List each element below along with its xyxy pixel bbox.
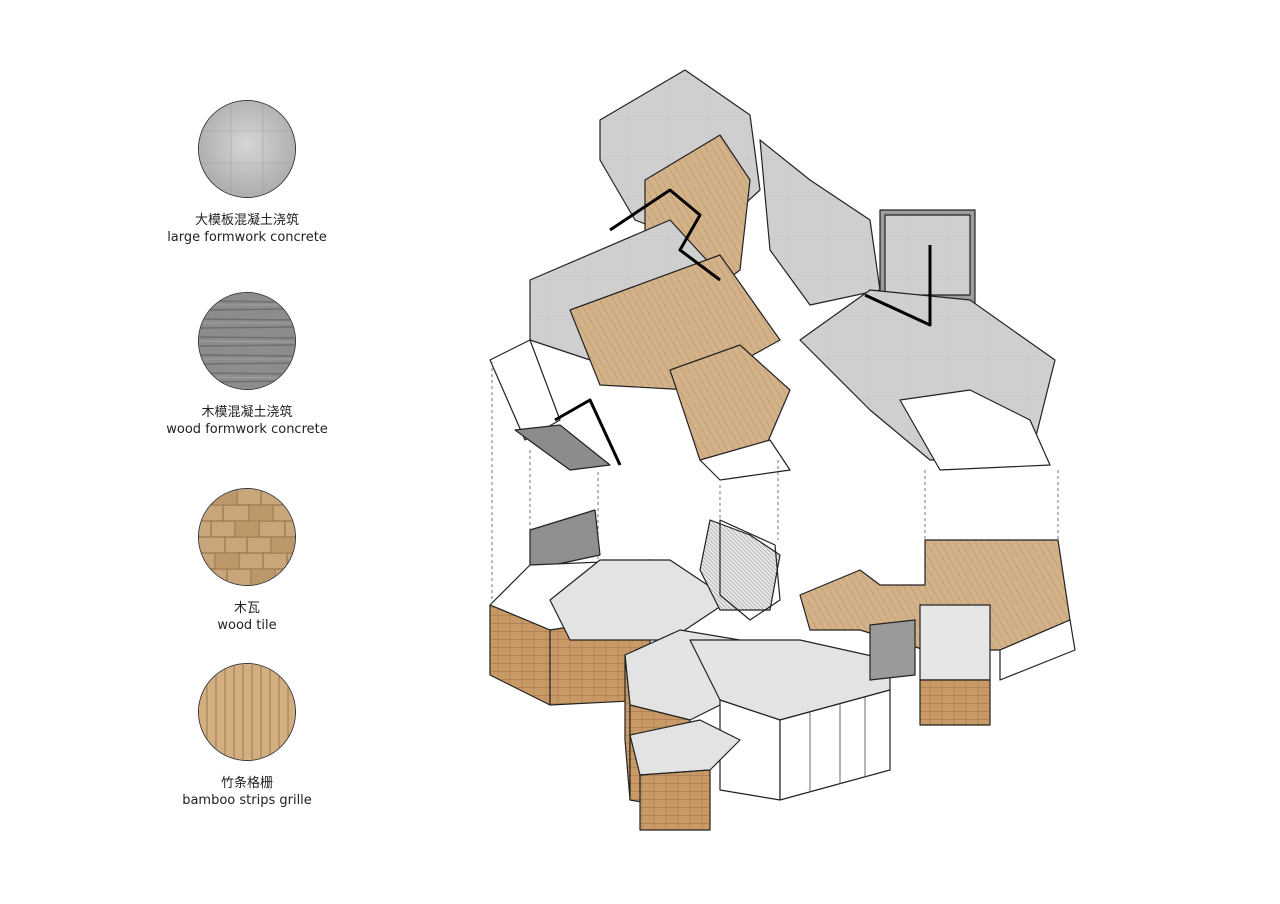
axonometric-drawing	[489, 69, 1076, 831]
legend-item-bamboo-strips-grille: 竹条格栅 bamboo strips grille	[147, 663, 347, 809]
upper-level-left-wing	[489, 69, 791, 481]
legend-caption-en: bamboo strips grille	[182, 793, 312, 808]
wood-formwork-concrete-swatch	[198, 292, 296, 390]
lower-level-left-block	[489, 509, 781, 706]
lower-level-right-deck	[799, 539, 1076, 726]
legend-caption-zh: 竹条格栅	[220, 776, 273, 791]
legend-caption-zh: 木瓦	[233, 601, 260, 616]
legend-caption-en: wood formwork concrete	[166, 422, 328, 437]
legend-item-wood-tile: 木瓦 wood tile	[147, 488, 347, 634]
bamboo-strips-grille-swatch	[198, 663, 296, 761]
large-formwork-concrete-swatch	[198, 100, 296, 198]
legend-item-wood-formwork-concrete: 木模混凝土浇筑 wood formwork concrete	[147, 292, 347, 438]
lower-level-central-cluster	[624, 629, 891, 831]
wood-tile-swatch	[198, 488, 296, 586]
upper-level-right-wing	[759, 139, 1056, 471]
legend-item-large-formwork-concrete: 大模板混凝土浇筑 large formwork concrete	[147, 100, 347, 246]
legend-caption-zh: 大模板混凝土浇筑	[194, 213, 299, 228]
legend-caption-en: wood tile	[217, 618, 277, 633]
material-legend: 大模板混凝土浇筑 large formwork concrete	[0, 0, 500, 904]
legend-caption-zh: 木模混凝土浇筑	[201, 405, 293, 420]
legend-caption-en: large formwork concrete	[167, 230, 327, 245]
